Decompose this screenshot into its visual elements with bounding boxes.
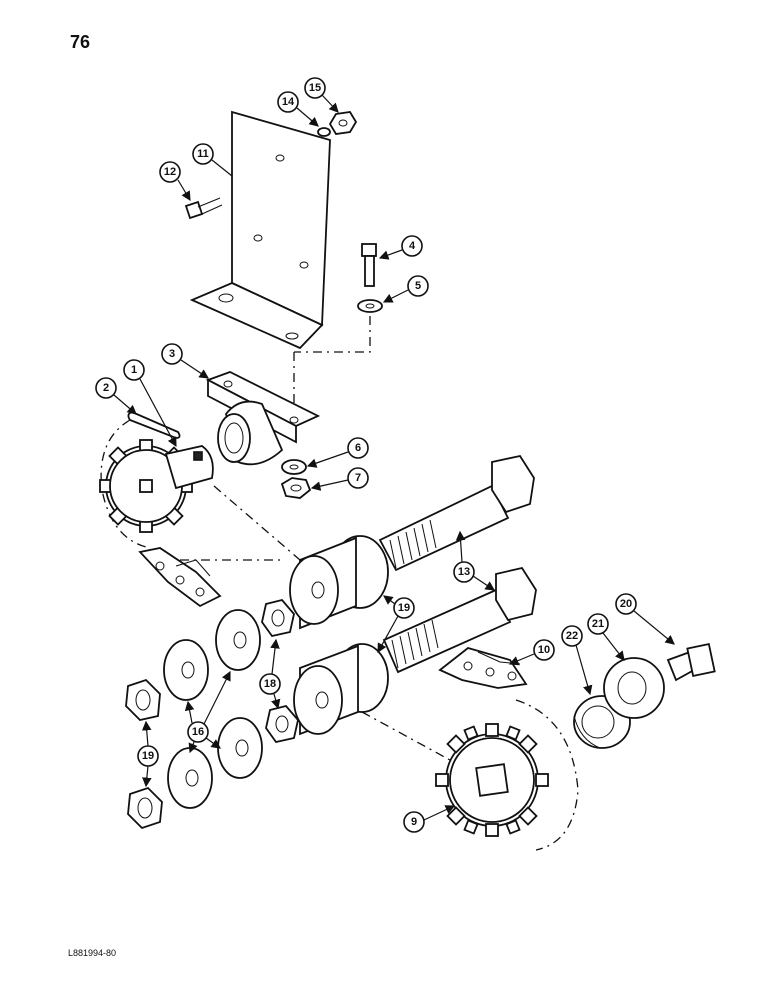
svg-text:19: 19 [398, 602, 410, 614]
roller-lower [293, 643, 389, 736]
svg-text:21: 21 [592, 618, 604, 630]
centerline-bolt4 [294, 316, 371, 353]
washer-16-c [217, 717, 263, 779]
svg-text:14: 14 [282, 96, 295, 108]
callout-10: 10 [508, 639, 555, 666]
centerline-sprocket [213, 485, 301, 561]
nut-17-lower [265, 704, 299, 744]
svg-text:7: 7 [355, 472, 361, 484]
callout-17: 18 [259, 638, 281, 710]
svg-text:1: 1 [131, 364, 137, 376]
washer-16-a [215, 609, 261, 671]
lock-washer-13 [317, 127, 331, 137]
callout-7: 7 [310, 467, 369, 491]
mounting-bracket [189, 110, 331, 350]
callout-13: 14 [277, 91, 319, 127]
callout-20: 20 [615, 593, 675, 645]
large-sprocket [435, 699, 579, 851]
chain-right [438, 647, 528, 689]
nut-17-upper [261, 598, 295, 638]
nut-6 [281, 459, 307, 475]
callout-6: 6 [306, 437, 369, 468]
callout-18: 19 [377, 595, 415, 654]
svg-text:13: 13 [458, 566, 470, 578]
callout-4: 4 [378, 235, 423, 260]
svg-text:10: 10 [538, 644, 550, 656]
callout-5: 5 [382, 275, 429, 303]
callout-21: 21 [587, 613, 625, 661]
bearing-block [205, 371, 321, 466]
svg-text:6: 6 [355, 442, 361, 454]
callout-14: 15 [304, 77, 339, 113]
callout-12: 12 [159, 161, 191, 202]
long-bolt-lower [382, 566, 537, 674]
nut-19-upper [125, 678, 161, 721]
long-bolt-upper [378, 454, 535, 572]
callout-15: 13 [453, 530, 495, 591]
callout-1: 1 [123, 359, 177, 448]
bolt-12 [184, 197, 223, 220]
bolt-20 [666, 642, 716, 682]
cotter-pin [127, 411, 181, 439]
svg-text:15: 15 [309, 82, 321, 94]
callout-9: 9 [403, 805, 456, 833]
callout-22: 22 [561, 625, 593, 696]
svg-text:11: 11 [197, 148, 209, 160]
document-reference: L881994-80 [68, 948, 117, 958]
svg-text:5: 5 [415, 280, 421, 292]
svg-text:19: 19 [142, 750, 154, 762]
svg-text:3: 3 [169, 348, 175, 360]
svg-text:20: 20 [620, 598, 632, 610]
svg-text:2: 2 [103, 382, 109, 394]
callout-16: 16 [184, 670, 231, 754]
washer-5 [357, 299, 383, 313]
callout-3: 3 [161, 343, 209, 379]
callout-19: 19 [137, 720, 159, 788]
svg-text:18: 18 [264, 678, 276, 690]
callout-2: 2 [95, 377, 137, 415]
svg-text:12: 12 [164, 166, 176, 178]
nut-7 [280, 477, 312, 499]
svg-text:22: 22 [566, 630, 578, 642]
centerline-large-sprocket [361, 711, 451, 761]
bolt-4 [361, 243, 377, 287]
svg-text:16: 16 [192, 726, 204, 738]
svg-text:4: 4 [409, 240, 416, 252]
roller-upper [289, 535, 389, 630]
washer-16-d [167, 747, 213, 809]
callout-11: 11 [192, 143, 233, 177]
chain-left [138, 547, 222, 608]
nut-19-lower [127, 786, 163, 830]
washer-21 [603, 657, 665, 719]
svg-text:9: 9 [411, 816, 417, 828]
washer-16-b [163, 639, 209, 701]
small-sprocket [99, 419, 214, 549]
page-number: 76 [70, 32, 91, 52]
nut-14 [328, 111, 358, 135]
